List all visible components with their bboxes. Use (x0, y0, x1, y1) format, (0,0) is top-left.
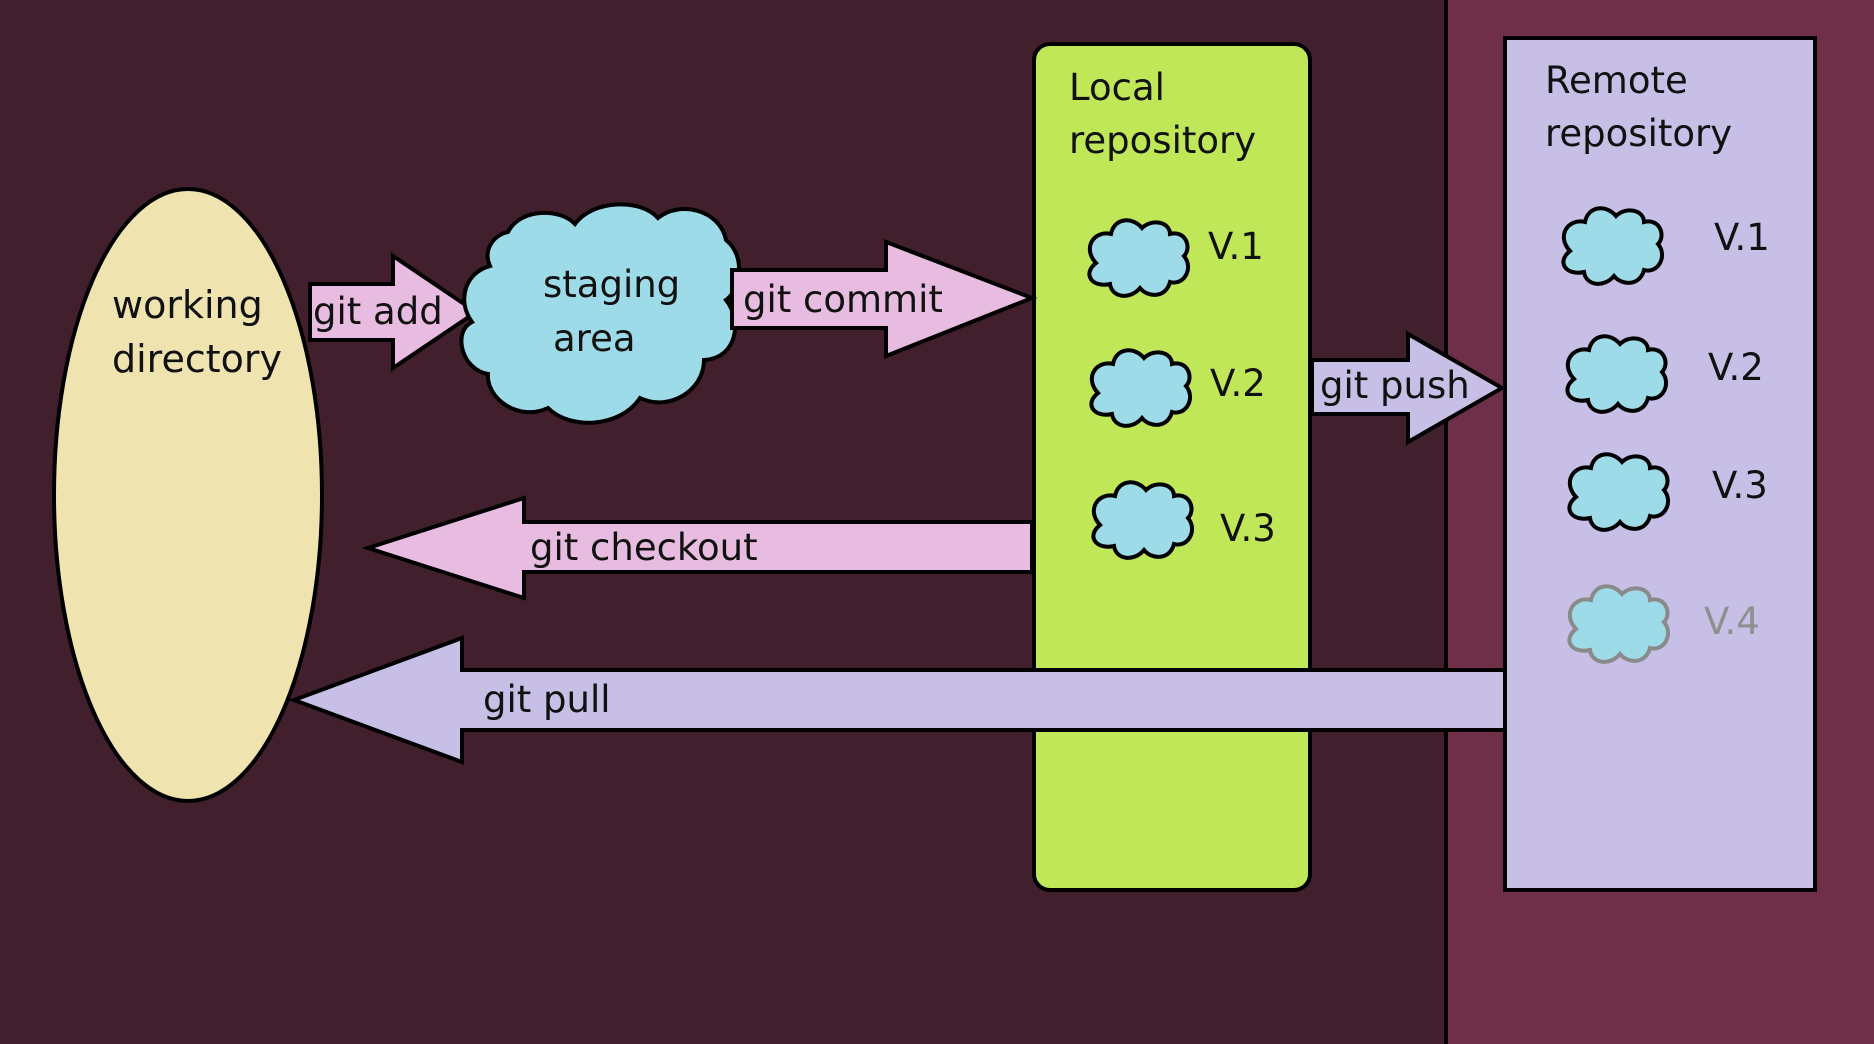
remote-repository-box (1503, 36, 1817, 892)
staging-area-label-line2: area (553, 317, 636, 360)
staging-area-cloud (459, 202, 741, 425)
local-version-1-cloud (1087, 218, 1191, 298)
remote-version-1-cloud (1561, 206, 1665, 286)
remote-version-2-label: V.2 (1708, 346, 1764, 389)
remote-repository-title-line1: Remote (1545, 59, 1688, 102)
remote-version-1-label: V.1 (1714, 216, 1770, 259)
git-pull-arrow (288, 635, 1507, 765)
local-version-3-cloud (1091, 480, 1195, 560)
local-version-2-label: V.2 (1210, 362, 1266, 405)
git-checkout-arrow (361, 495, 1034, 601)
local-version-2-cloud (1089, 348, 1193, 428)
local-version-3-label: V.3 (1220, 507, 1276, 550)
remote-version-4-label-faded: V.4 (1704, 600, 1760, 643)
local-repository-box (1032, 42, 1312, 892)
working-directory-ellipse (52, 187, 324, 803)
remote-version-3-cloud (1567, 452, 1671, 532)
git-commit-label: git commit (743, 278, 943, 321)
git-push-label: git push (1320, 364, 1470, 407)
remote-version-2-cloud (1565, 334, 1669, 414)
staging-area-label-line1: staging (543, 263, 680, 306)
remote-version-3-label: V.3 (1712, 464, 1768, 507)
git-push-arrow (1310, 330, 1507, 446)
local-version-1-label: V.1 (1208, 225, 1264, 268)
remote-repository-title-line2: repository (1545, 112, 1732, 155)
git-add-label: git add (313, 290, 443, 333)
local-repository-title-line2: repository (1069, 119, 1256, 162)
git-commit-arrow (730, 239, 1038, 359)
git-checkout-label: git checkout (530, 526, 758, 569)
local-repository-title-line1: Local (1069, 66, 1165, 109)
working-directory-label-line1: working (112, 283, 263, 327)
git-add-arrow (308, 252, 480, 372)
remote-version-4-cloud-faded (1567, 584, 1671, 664)
git-pull-label: git pull (483, 678, 611, 721)
working-directory-label-line2: directory (112, 337, 282, 381)
